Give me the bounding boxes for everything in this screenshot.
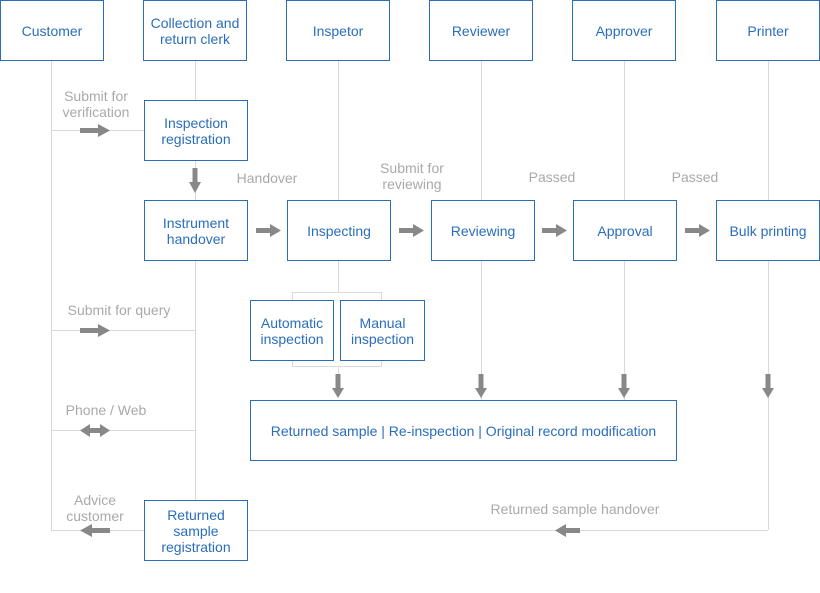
step-manual-inspection: Manual inspection [340, 300, 425, 361]
label-passed-2: Passed [671, 169, 719, 185]
lane-line-printer [768, 60, 769, 530]
bracket-stem [338, 366, 339, 374]
label-advice-customer: Advice customer [66, 492, 124, 524]
step-returned-sample-registration: Returned sample registration [144, 500, 248, 561]
arrow-right-printing [685, 224, 710, 237]
lane-header-reviewer: Reviewer [429, 0, 533, 61]
arrow-right-query [80, 324, 110, 337]
arrow-left-returned-handover [555, 524, 580, 537]
arrow-double-phone-web [80, 424, 110, 437]
arrow-right-approval [542, 224, 567, 237]
step-instrument-handover: Instrument handover [144, 200, 248, 261]
label-submit-query: Submit for query [67, 302, 171, 318]
arrow-down-inspector [332, 374, 344, 398]
arrow-left-advice [80, 524, 110, 537]
arrow-down-reviewer [475, 374, 487, 398]
label-passed-1: Passed [528, 169, 576, 185]
label-submit-reviewing: Submit for reviewing [380, 160, 444, 192]
arrow-down-approver [618, 374, 630, 398]
label-phone-web: Phone / Web [65, 402, 147, 418]
step-automatic-inspection: Automatic inspection [250, 300, 334, 361]
arrow-right-reviewing [399, 224, 424, 237]
lane-line-clerk [195, 60, 196, 500]
arrow-down-printer [762, 374, 774, 398]
step-inspection-registration: Inspection registration [144, 100, 248, 161]
lane-header-customer: Customer [0, 0, 104, 61]
step-reviewing: Reviewing [431, 200, 535, 261]
connector-phone-web [51, 430, 195, 431]
step-inspecting: Inspecting [287, 200, 391, 261]
lane-header-printer: Printer [716, 0, 820, 61]
arrow-right-verification [80, 124, 110, 137]
lane-line-customer [51, 60, 52, 530]
label-handover: Handover [236, 170, 298, 186]
lane-header-approver: Approver [572, 0, 676, 61]
step-bulk-printing: Bulk printing [716, 200, 820, 261]
step-approval: Approval [573, 200, 677, 261]
arrow-down-registration [189, 168, 201, 193]
label-returned-handover: Returned sample handover [490, 501, 660, 517]
connector-query [51, 330, 195, 331]
arrow-right-handover [256, 224, 281, 237]
lane-header-inspector: Inspetor [286, 0, 390, 61]
lane-line-inspector [338, 60, 339, 292]
step-returned-bar: Returned sample | Re-inspection | Origin… [250, 400, 677, 461]
bracket-top [292, 292, 382, 293]
lane-header-clerk: Collection and return clerk [143, 0, 247, 61]
bracket-bottom [292, 366, 382, 367]
label-submit-verification: Submit for verification [62, 88, 130, 120]
connector-returned-handover [247, 530, 768, 531]
